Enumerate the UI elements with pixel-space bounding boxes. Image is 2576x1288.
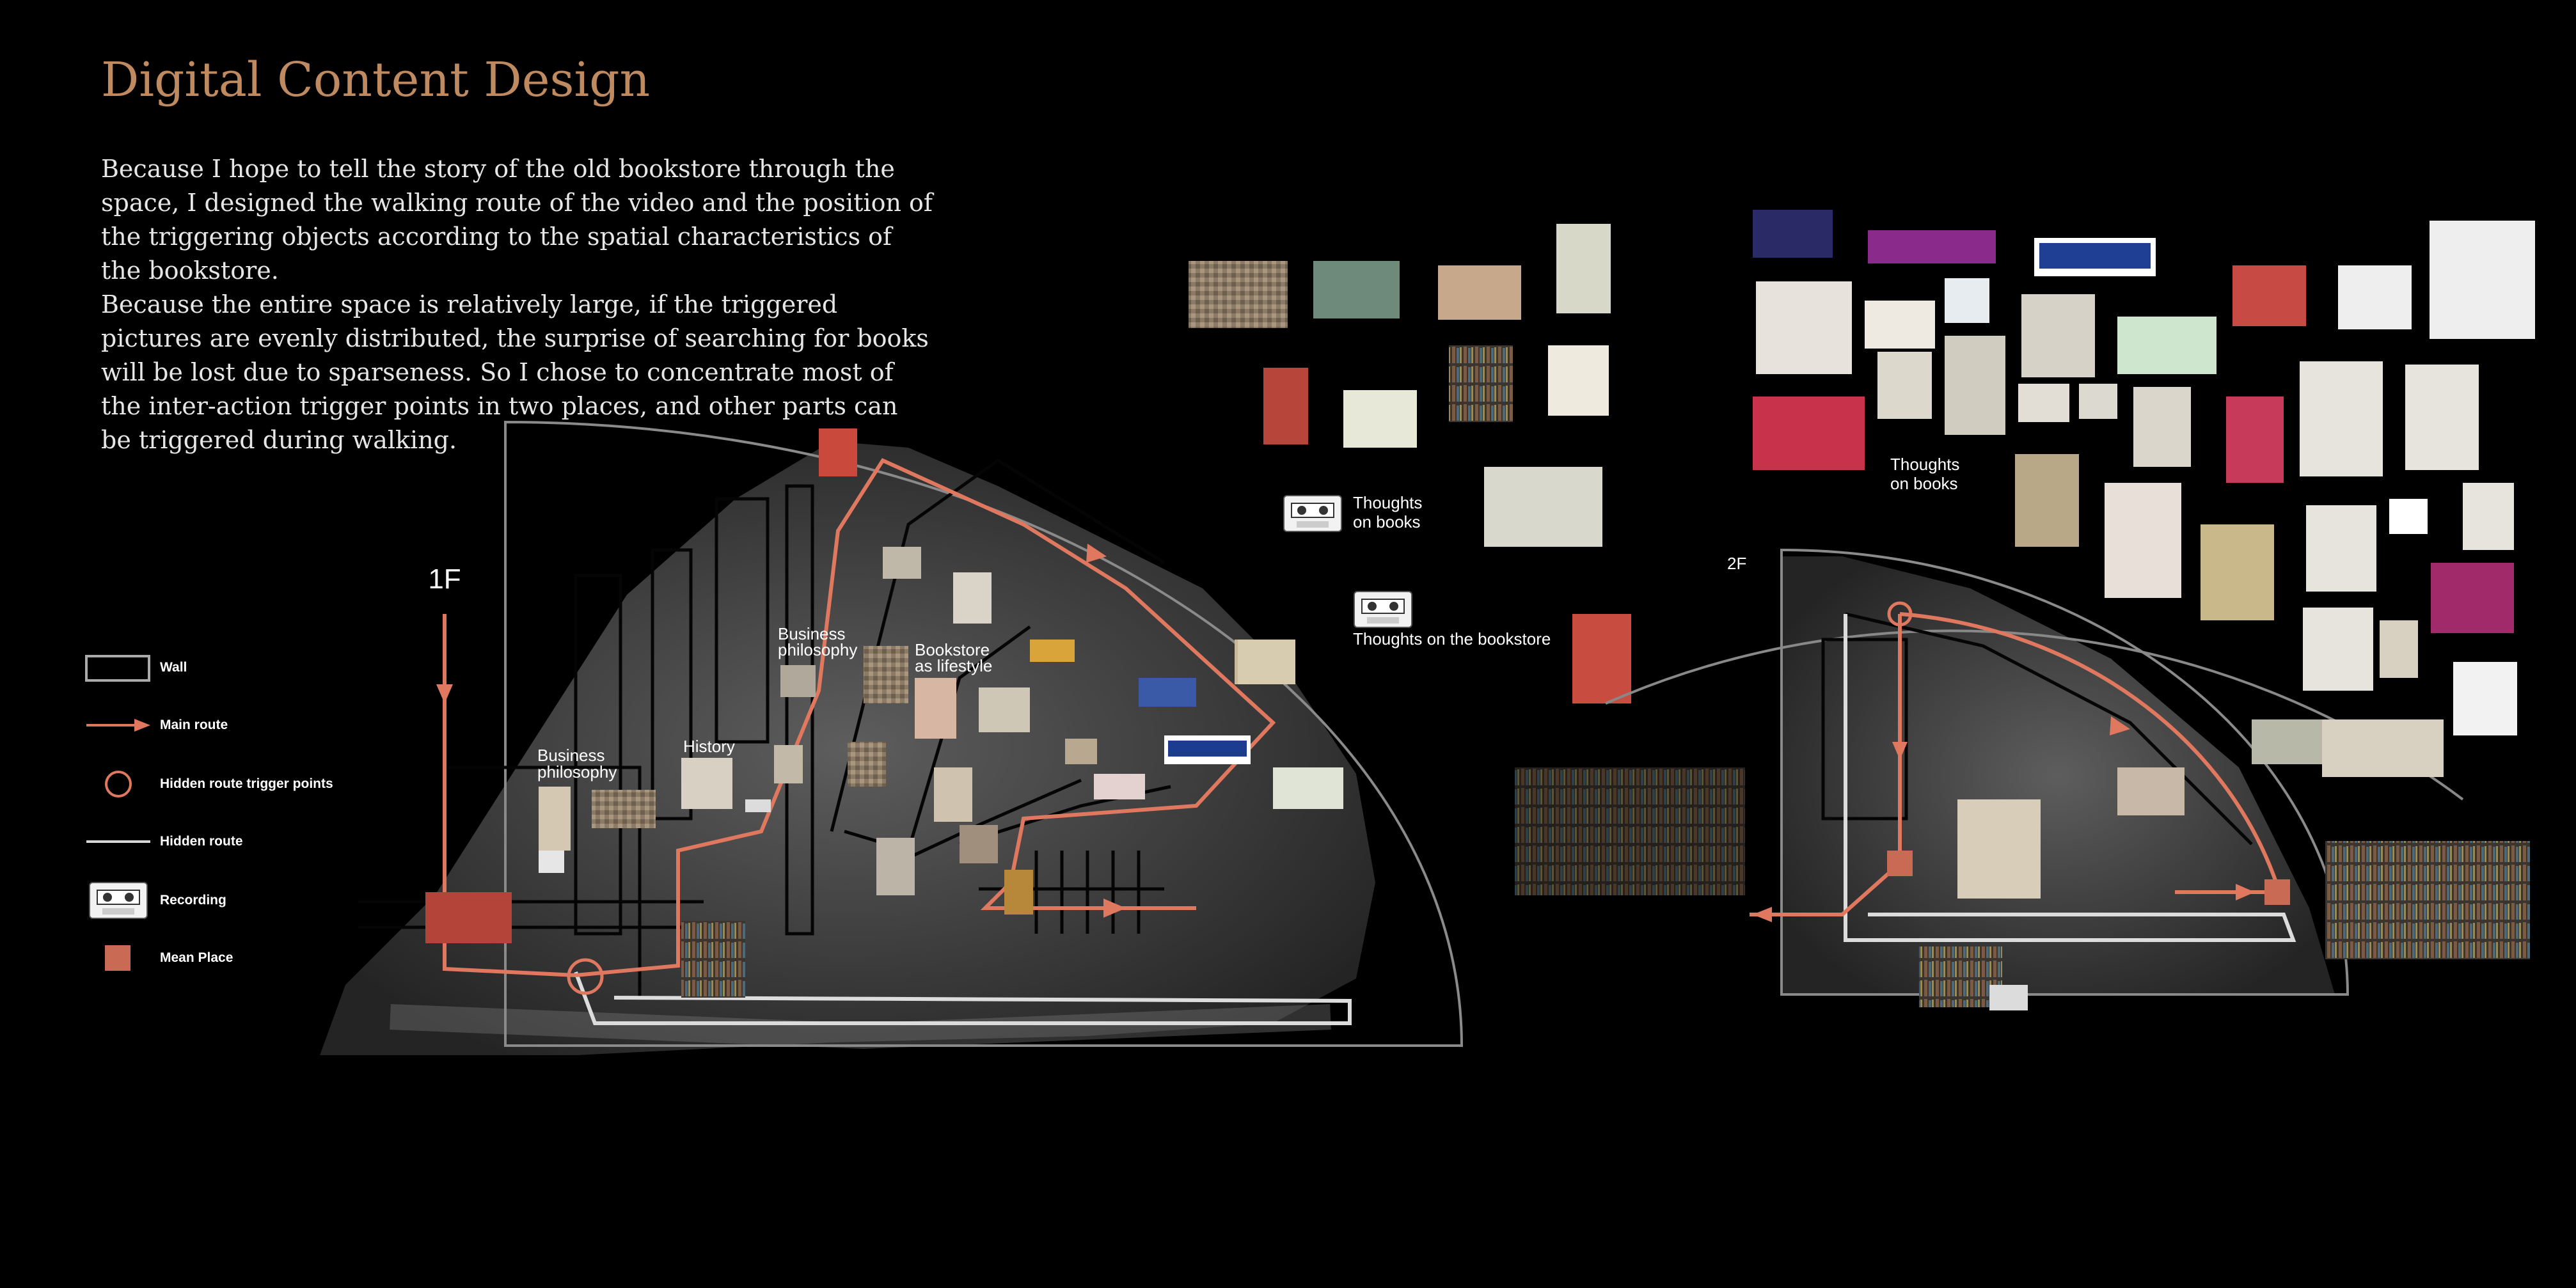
legend-hidden-route: Hidden route [83,822,243,861]
description-paragraph-1: Because I hope to tell the story of the … [101,155,933,285]
page-title: Digital Content Design [101,52,651,107]
area-label-business-philosophy-2: Business [778,624,846,643]
circle-icon [105,771,132,797]
photo-collage-1f [1189,224,1745,895]
legend-hidden-route-label: Hidden route [160,834,243,849]
area-label-bookstore-lifestyle: Bookstore [915,640,990,659]
area-label-bookstore-lifestyle-b: as lifestyle [915,656,992,675]
area-label-thoughts-books-1: Thoughts [1353,493,1422,512]
cassette-icon [89,882,148,919]
area-label-thoughts-books-2b: on books [1890,474,1958,493]
area-label-thoughts-bookstore: Thoughts on the bookstore [1353,629,1551,648]
legend-mean-place: Mean Place [83,939,233,977]
area-label-business-philosophy-1: Business [537,746,605,765]
legend-recording: Recording [83,881,226,920]
floor-1f-plan [320,420,1464,1055]
legend-hidden-trigger: Hidden route trigger points [83,765,333,803]
legend-main-route-label: Main route [160,718,228,732]
legend-wall-label: Wall [160,660,187,675]
area-label-business-philosophy-2b: philosophy [778,640,857,659]
description-text: Because I hope to tell the story of the … [101,152,933,457]
floor-label-1f: 1F [428,563,461,595]
wall-icon [85,655,150,682]
legend-main-route: Main route [83,706,228,744]
area-label-thoughts-books-2: Thoughts [1890,455,1959,474]
photo-collage-2f [1753,210,2535,959]
arrow-icon [86,719,150,732]
area-label-thoughts-books-1b: on books [1353,512,1421,531]
area-labels: 1F 2F Business philosophy History Busine… [428,455,1959,781]
legend-mean-place-label: Mean Place [160,950,233,965]
legend-recording-label: Recording [160,893,226,907]
square-icon [105,945,130,971]
legend-hidden-trigger-label: Hidden route trigger points [160,776,333,791]
legend-wall: Wall [83,648,187,687]
area-label-business-philosophy-1b: philosophy [537,762,617,781]
floor-label-2f: 2F [1727,554,1746,573]
description-paragraph-2: Because the entire space is relatively l… [101,290,929,454]
area-label-history: History [683,737,735,756]
hidden-route-line-icon [86,840,150,843]
